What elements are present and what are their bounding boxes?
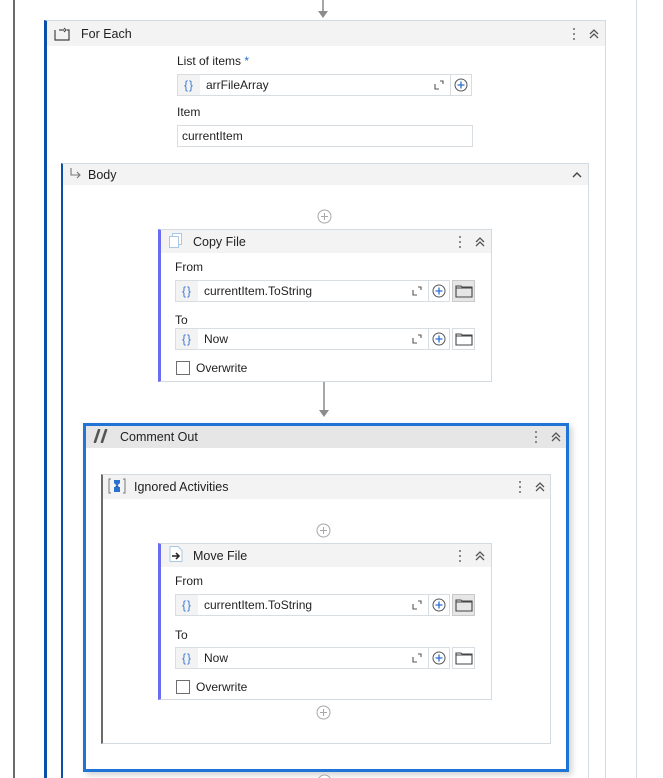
copy-file-header[interactable]: Copy File [161,230,491,253]
expand-editor-icon[interactable] [428,75,450,95]
folder-icon [454,651,473,665]
ignored-activities-more-icon[interactable] [515,481,525,493]
list-of-items-add-button[interactable] [450,74,472,96]
body-collapse-icon[interactable] [570,168,584,182]
move-from-browse-button[interactable] [452,594,475,616]
add-activity-icon[interactable] [316,523,331,538]
move-overwrite-label: Overwrite [196,680,248,694]
for-each-more-icon[interactable] [569,27,579,40]
plus-circle-icon [454,78,468,92]
copy-to-add-button[interactable] [428,328,450,350]
connector-line [323,382,325,412]
move-to-browse-button[interactable] [452,647,475,669]
move-file-activity[interactable]: Move File From {} currentItem.ToString [158,543,492,700]
body-container: Body Copy File From {} current [61,163,589,778]
move-file-collapse-icon[interactable] [473,549,487,563]
move-file-title: Move File [193,548,248,563]
expression-brace-icon: {} [176,281,198,301]
copy-from-input[interactable]: {} currentItem.ToString [175,280,429,302]
copy-to-input[interactable]: {} Now [175,328,429,350]
move-to-input[interactable]: {} Now [175,647,429,669]
for-each-title: For Each [81,26,132,41]
sequence-icon [108,478,126,497]
for-each-header-actions [569,21,601,46]
ignored-activities-title: Ignored Activities [134,480,229,494]
folder-icon [454,332,473,346]
comment-out-title: Comment Out [120,430,198,444]
move-to-label: To [175,628,188,642]
plus-circle-icon [432,332,446,346]
item-input[interactable]: currentItem [177,125,473,147]
add-activity-icon[interactable] [317,209,332,224]
list-of-items-label: List of items * [177,54,250,68]
copy-to-value: Now [204,332,229,346]
ignored-activities-collapse-icon[interactable] [533,480,547,494]
copy-to-browse-button[interactable] [452,328,475,350]
move-to-add-button[interactable] [428,647,450,669]
move-from-add-button[interactable] [428,594,450,616]
folder-icon [454,598,473,612]
move-file-header[interactable]: Move File [161,544,491,567]
copy-file-icon [169,232,185,251]
copy-file-activity[interactable]: Copy File From {} currentItem.ToString T… [158,229,492,382]
expand-editor-icon[interactable] [406,595,428,615]
list-of-items-input[interactable]: {} arrFileArray [177,74,451,96]
for-each-header[interactable]: For Each [47,21,605,46]
plus-circle-icon [432,598,446,612]
comment-out-header[interactable]: Comment Out [86,426,566,448]
expand-editor-icon[interactable] [406,648,428,668]
connector-arrow [319,410,329,417]
expression-brace-icon: {} [176,648,198,668]
connector-arrow-top [318,11,328,18]
move-from-input[interactable]: {} currentItem.ToString [175,594,429,616]
list-of-items-value: arrFileArray [206,78,269,92]
body-title: Body [88,167,117,182]
body-header[interactable]: Body [63,164,588,185]
expression-brace-icon: {} [176,329,198,349]
for-each-activity[interactable]: For Each List of items * {} arrFileArray… [44,20,606,778]
copy-to-label: To [175,313,188,327]
copy-file-more-icon[interactable] [455,235,465,248]
connector-line-top [322,0,324,12]
comment-out-collapse-icon[interactable] [549,430,563,444]
expression-brace-icon: {} [178,75,200,95]
copy-overwrite-label: Overwrite [196,361,248,375]
move-from-value: currentItem.ToString [204,598,313,612]
copy-overwrite-checkbox[interactable] [176,361,190,375]
copy-file-title: Copy File [193,234,246,249]
copy-from-browse-button[interactable] [452,280,475,302]
plus-circle-icon [432,284,446,298]
add-activity-icon[interactable] [317,774,332,778]
for-each-collapse-icon[interactable] [587,27,601,41]
copy-file-collapse-icon[interactable] [473,235,487,249]
comment-out-activity[interactable]: Comment Out Ignored Activities [83,423,569,772]
outer-right-border [636,0,637,778]
move-file-icon [169,546,185,565]
copy-from-value: currentItem.ToString [204,284,313,298]
move-from-label: From [175,574,203,588]
move-file-more-icon[interactable] [455,549,465,562]
move-overwrite-checkbox[interactable] [176,680,190,694]
item-label: Item [177,105,201,119]
comment-out-more-icon[interactable] [531,431,541,443]
expression-brace-icon: {} [176,595,198,615]
outer-sequence-border [13,0,15,778]
move-to-value: Now [204,651,229,665]
add-activity-icon[interactable] [316,705,331,720]
body-arrow-icon [69,167,83,182]
ignored-activities-container: Ignored Activities Move File [101,474,551,744]
copy-from-label: From [175,260,203,274]
folder-icon [454,284,473,298]
expand-editor-icon[interactable] [406,329,428,349]
expand-editor-icon[interactable] [406,281,428,301]
plus-circle-icon [432,651,446,665]
comment-out-icon [93,428,109,446]
for-each-icon [54,27,72,41]
ignored-activities-header[interactable]: Ignored Activities [103,475,550,499]
copy-from-add-button[interactable] [428,280,450,302]
